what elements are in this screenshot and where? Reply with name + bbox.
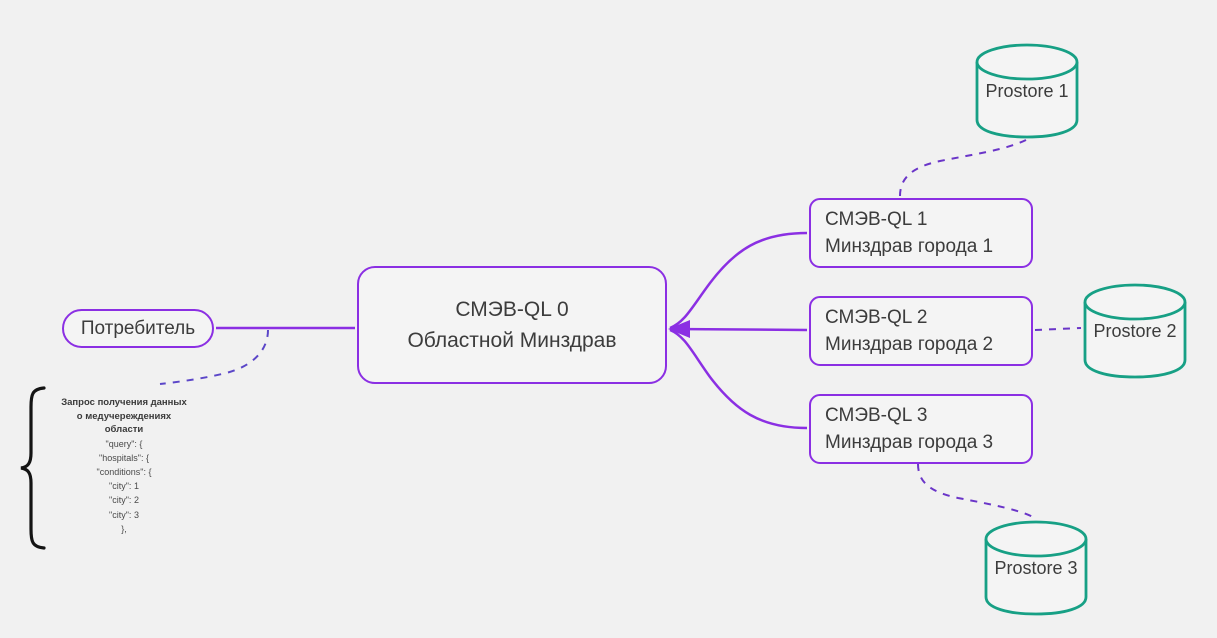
annotation-brace-icon [20, 386, 46, 550]
database-prostore-2-label: Prostore 2 [1093, 320, 1177, 341]
node-city-3-line-1: СМЭВ-QL 3 [825, 405, 928, 426]
node-city-2-line-1: СМЭВ-QL 2 [825, 307, 928, 328]
edge-city3-to-db3-dashed [917, 463, 1036, 519]
node-city-1[interactable]: СМЭВ-QL 1 Минздрав города 1 [809, 198, 1033, 268]
annotation-json-line-3: "conditions": { [96, 466, 152, 477]
database-prostore-1[interactable]: Prostore 1 [973, 42, 1081, 140]
database-cylinder-icon [984, 520, 1088, 616]
database-prostore-3-label: Prostore 3 [994, 557, 1078, 578]
node-central-smev-ql-0[interactable]: СМЭВ-QL 0 Областной Минздрав [357, 266, 667, 384]
node-city-1-line-2: Минздрав города 1 [825, 236, 994, 257]
edge-city1-to-db1-dashed [899, 139, 1027, 197]
node-city-2-line-2: Минздрав города 2 [825, 334, 994, 355]
annotation-json-line-6: "city": 3 [109, 509, 139, 520]
database-prostore-2[interactable]: Prostore 2 [1081, 282, 1189, 380]
database-cylinder-icon [975, 43, 1079, 139]
annotation-title-line-2: о медучереждениях [76, 410, 172, 422]
node-city-3[interactable]: СМЭВ-QL 3 Минздрав города 3 [809, 394, 1033, 464]
node-consumer[interactable]: Потребитель [62, 309, 214, 348]
annotation-text-block: Запрос получения данных о медучереждения… [48, 396, 200, 536]
edge-city1-to-central [669, 231, 808, 330]
annotation-json-line-5: "city": 2 [109, 495, 139, 506]
edge-city2-to-central [669, 327, 808, 332]
node-consumer-label: Потребитель [80, 317, 196, 339]
annotation-json-line-2: "hospitals": { [99, 452, 149, 463]
database-prostore-1-label: Prostore 1 [985, 80, 1069, 101]
edge-city3-to-central [669, 328, 808, 430]
annotation-title-line-3: области [104, 424, 144, 435]
annotation-title-line-1: Запрос получения данных [61, 397, 187, 408]
annotation-json-line-7: }, [121, 523, 127, 534]
node-city-2[interactable]: СМЭВ-QL 2 Минздрав города 2 [809, 296, 1033, 366]
node-central-line-2: Областной Минздрав [407, 329, 617, 352]
edge-arrowhead-central [668, 320, 690, 338]
node-city-3-line-2: Минздрав города 3 [825, 432, 994, 453]
database-prostore-3[interactable]: Prostore 3 [982, 519, 1090, 617]
database-cylinder-icon [1083, 283, 1187, 379]
annotation-json-line-4: "city": 1 [109, 481, 139, 492]
node-central-line-1: СМЭВ-QL 0 [455, 298, 569, 321]
edge-city2-to-db2-dashed [1034, 327, 1082, 331]
annotation-json-line-1: "query": { [105, 438, 143, 449]
node-city-1-line-1: СМЭВ-QL 1 [825, 209, 928, 230]
